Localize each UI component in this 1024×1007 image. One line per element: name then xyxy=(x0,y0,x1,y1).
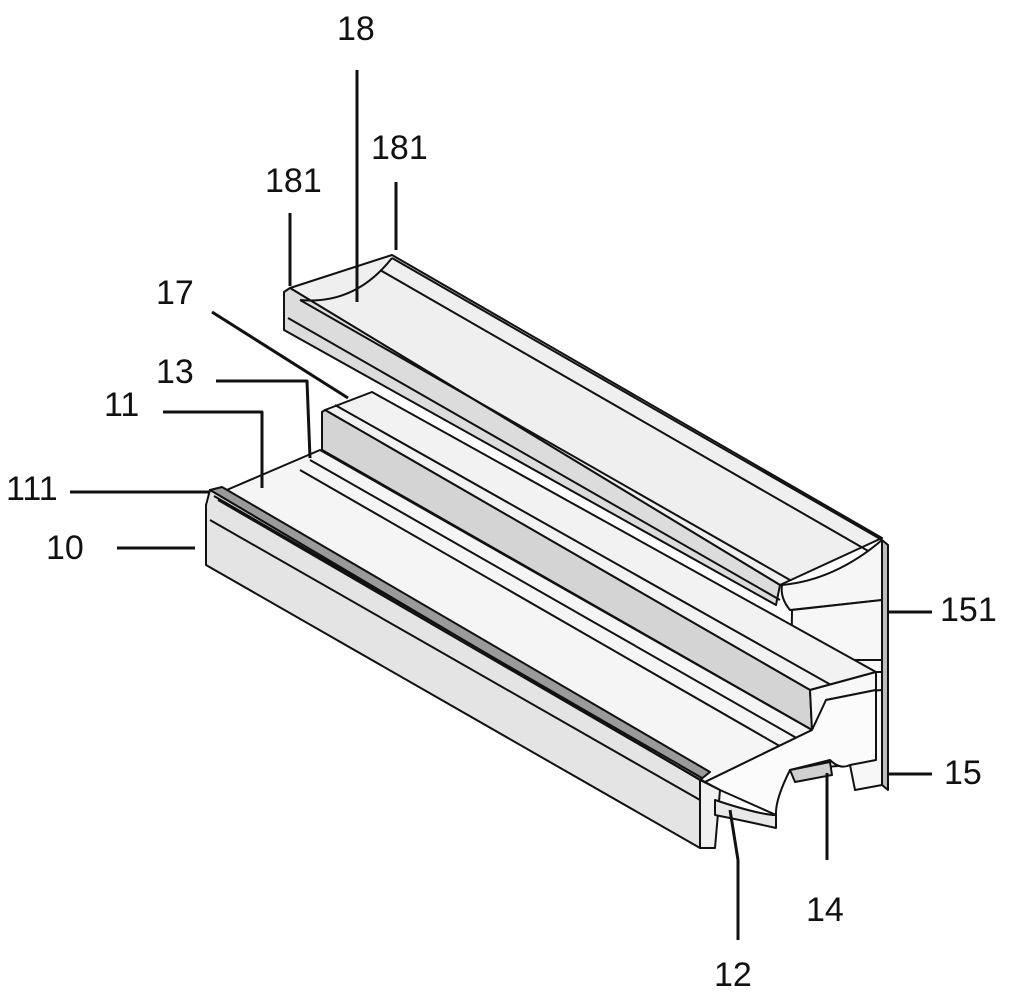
label-14: 14 xyxy=(806,891,844,929)
label-111: 111 xyxy=(6,470,58,508)
label-15: 15 xyxy=(944,754,982,792)
leader-13 xyxy=(216,379,312,459)
label-17: 17 xyxy=(156,274,194,312)
label-12: 12 xyxy=(714,956,752,994)
front-lip-10 xyxy=(205,486,777,849)
leader-11 xyxy=(163,410,264,488)
leader-17 xyxy=(211,310,349,400)
lower-groove-14 xyxy=(789,761,833,783)
label-18: 18 xyxy=(337,10,375,48)
lower-leg-12 xyxy=(699,779,721,849)
leader-12 xyxy=(728,809,740,940)
label-11: 11 xyxy=(104,386,140,424)
label-10: 10 xyxy=(46,529,84,567)
upper-channel-18 xyxy=(283,254,883,611)
label-13: 13 xyxy=(156,353,194,391)
label-151: 151 xyxy=(940,591,997,629)
label-181-left: 181 xyxy=(265,162,322,200)
leader-lines xyxy=(70,70,932,940)
base-plate-end-profile xyxy=(704,689,877,816)
upper-channel-groove xyxy=(299,257,393,302)
upper-channel-front-face xyxy=(283,287,781,606)
label-181-right: 181 xyxy=(371,129,428,167)
